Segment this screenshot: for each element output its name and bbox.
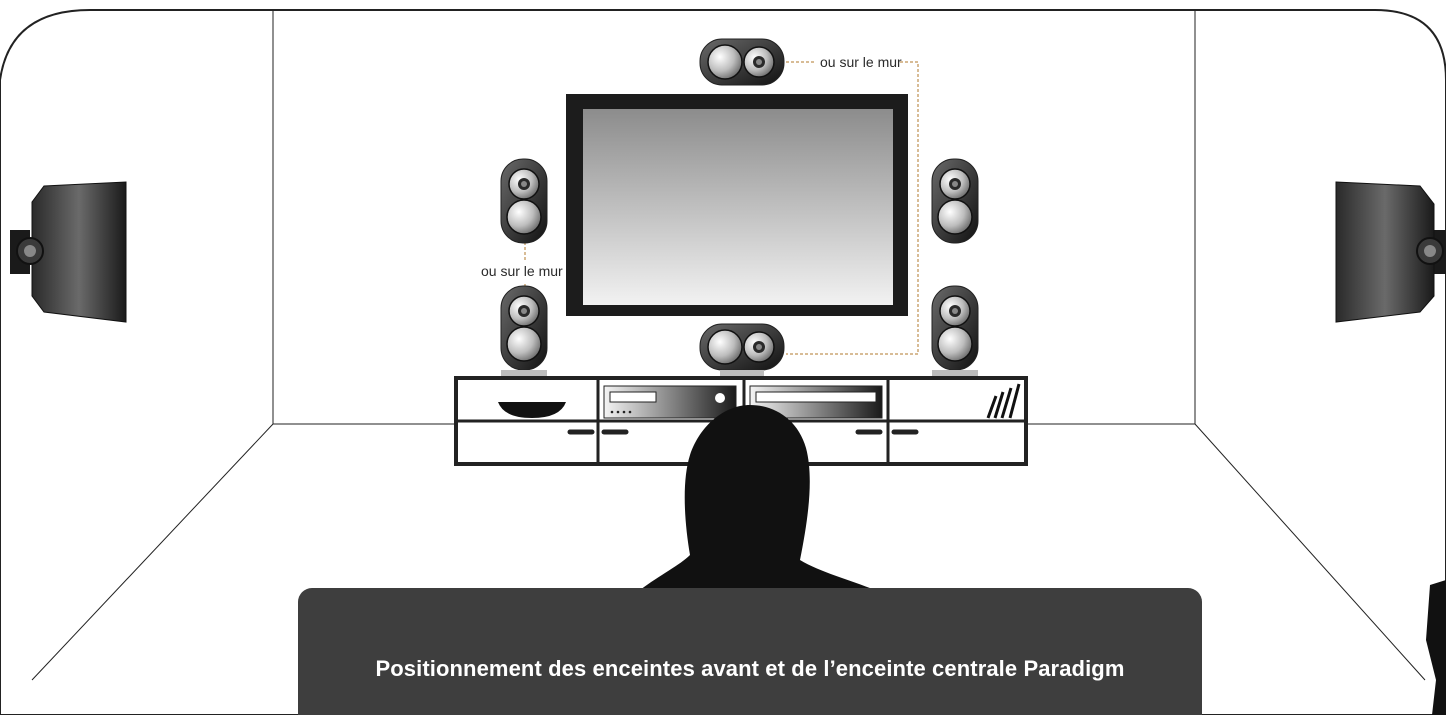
- av-receiver-icon: [603, 385, 737, 419]
- books-icon: [986, 383, 1021, 419]
- front-right-speaker-icon: [931, 285, 979, 378]
- surround-right-speaker-icon: [1335, 181, 1446, 323]
- surround-left-speaker-icon: [10, 181, 127, 323]
- bowl-icon: [498, 402, 566, 418]
- listener-silhouette-icon: [640, 405, 875, 590]
- partial-figure-icon: [1426, 580, 1446, 715]
- caption-box: Positionnement des enceintes avant et de…: [298, 588, 1202, 715]
- center-speaker-icon: [699, 323, 785, 376]
- front-left-wall-label: ou sur le mur: [481, 263, 563, 279]
- front-left-upper-speaker-icon: [500, 158, 548, 244]
- center-wall-label: ou sur le mur: [820, 54, 902, 70]
- center-speaker-on-wall-icon: [699, 38, 785, 86]
- caption-text: Positionnement des enceintes avant et de…: [375, 656, 1125, 681]
- tv-screen: [566, 94, 908, 316]
- front-right-upper-speaker-icon: [931, 158, 979, 244]
- room-outline: [0, 9, 1446, 715]
- front-left-speaker-icon: [500, 285, 548, 378]
